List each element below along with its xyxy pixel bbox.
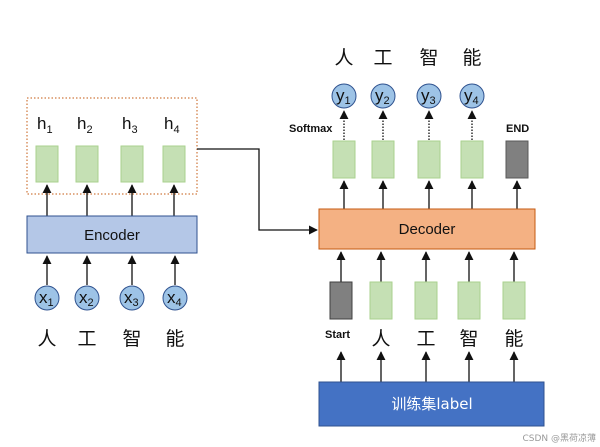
- decoder-output-nodes: y1 y2 y3 y4: [331, 83, 485, 109]
- context-connector-arrow: [197, 148, 318, 235]
- decoder-output-vectors: [332, 140, 529, 179]
- training-set-label: 训练集label: [391, 395, 472, 413]
- hidden-state-vector-1: [35, 145, 59, 183]
- decoder-token-2: 工: [416, 328, 435, 350]
- input-to-encoder-arrows: [42, 255, 180, 285]
- input-to-decoder-arrows: [336, 251, 519, 282]
- decoder-output-vector-2: [371, 140, 395, 179]
- input-node-3: [119, 285, 145, 311]
- encoder-token-2: 工: [77, 328, 96, 350]
- hidden-state-label-2: h2: [77, 114, 93, 136]
- output-node-3: [416, 83, 442, 109]
- decoder-output-vector-4: [460, 140, 484, 179]
- hidden-state-vector-4: [162, 145, 186, 183]
- encoder-input-nodes: x1 x2 x3 x4: [34, 285, 188, 311]
- output-token-3: 智: [419, 47, 438, 69]
- input-node-1: [34, 285, 60, 311]
- decoder-token-4: 能: [504, 328, 523, 350]
- hidden-state-labels: h1 h2 h3 h4: [37, 114, 180, 136]
- output-node-4: [459, 83, 485, 109]
- decoder-input-vector-4: [502, 281, 526, 320]
- decoder-box: [318, 208, 536, 250]
- decoder-to-output-arrows: [339, 180, 522, 209]
- decoder-output-vector-1: [332, 140, 356, 179]
- output-node-label-4: y4: [464, 86, 479, 107]
- decoder-output-tokens: 人 工 智 能: [334, 47, 481, 69]
- hidden-state-label-4: h4: [164, 114, 180, 136]
- softmax-label: Softmax: [289, 123, 333, 135]
- input-node-4: [162, 285, 188, 311]
- decoder-input-vectors: [329, 281, 526, 320]
- input-node-label-1: x1: [39, 288, 54, 309]
- decoder-output-vector-3: [417, 140, 441, 179]
- output-node-1: [331, 83, 357, 109]
- decoder-token-1: 人: [371, 328, 390, 350]
- end-vector: [505, 140, 529, 179]
- start-label: Start: [325, 329, 350, 341]
- input-node-label-3: x3: [124, 288, 139, 309]
- input-node-2: [74, 285, 100, 311]
- hidden-state-vector-2: [75, 145, 99, 183]
- decoder-label: Decoder: [399, 221, 456, 238]
- output-node-2: [370, 83, 396, 109]
- hidden-state-vector-3: [120, 145, 144, 183]
- encoder-input-tokens: 人 工 智 能: [37, 328, 184, 350]
- training-to-token-arrows: [336, 351, 519, 382]
- decoder-input-vector-2: [414, 281, 438, 320]
- decoder-token-3: 智: [459, 328, 478, 350]
- input-node-label-4: x4: [167, 288, 182, 309]
- hidden-state-vectors: [35, 145, 186, 183]
- output-node-label-3: y3: [421, 86, 436, 107]
- decoder-input-vector-3: [457, 281, 481, 320]
- hidden-states-frame: [26, 97, 198, 195]
- decoder-input-tokens: 人 工 智 能: [371, 328, 523, 350]
- encoder-token-1: 人: [37, 328, 56, 350]
- watermark: CSDN @黑荷凉薄: [522, 432, 596, 444]
- output-node-label-2: y2: [375, 86, 390, 107]
- hidden-state-label-1: h1: [37, 114, 53, 136]
- encoder-to-hidden-arrows: [42, 184, 179, 216]
- encoder-label: Encoder: [84, 227, 140, 244]
- training-set-box: [318, 381, 545, 427]
- output-token-2: 工: [373, 47, 392, 69]
- output-token-4: 能: [462, 47, 481, 69]
- output-token-1: 人: [334, 47, 353, 69]
- input-node-label-2: x2: [79, 288, 94, 309]
- encoder-token-4: 能: [165, 328, 184, 350]
- hidden-state-label-3: h3: [122, 114, 138, 136]
- encoder-box: [26, 215, 198, 254]
- softmax-arrows: [339, 110, 477, 140]
- encoder-token-3: 智: [122, 328, 141, 350]
- decoder-input-vector-1: [369, 281, 393, 320]
- end-label: END: [506, 123, 529, 135]
- start-vector: [329, 281, 353, 320]
- output-node-label-1: y1: [336, 86, 351, 107]
